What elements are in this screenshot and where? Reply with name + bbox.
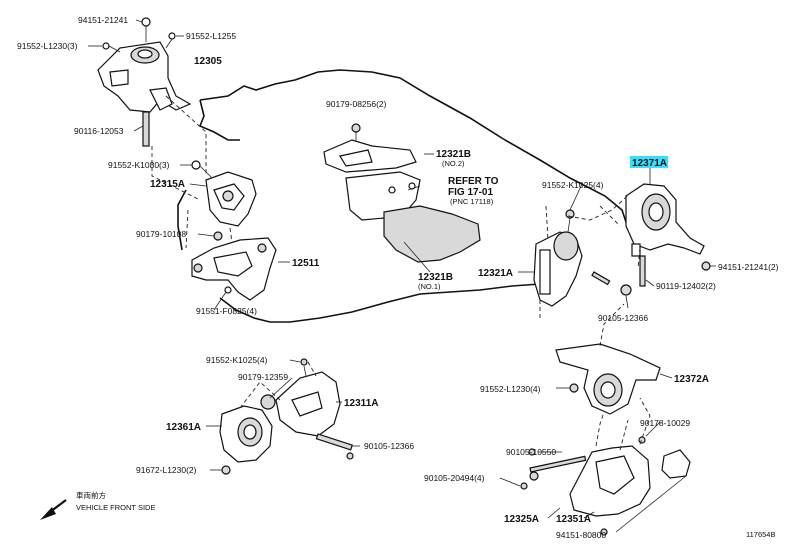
mount-12305 [97,17,192,147]
label-91552-l1255[interactable]: 91552-L1255 [186,31,236,41]
label-12371a[interactable]: 12371A [632,158,667,169]
label-90105-12366-right[interactable]: 90105-12366 [598,313,648,323]
label-94151-21241-2[interactable]: 94151-21241(2) [718,262,779,272]
label-12315a[interactable]: 12315A [150,179,185,190]
label-90116-12053[interactable]: 90116-12053 [74,126,124,136]
label-94151-21241[interactable]: 94151-21241 [78,15,128,25]
bracket-12321b-no2 [323,123,417,173]
front-arrow-icon [40,499,67,520]
label-12325a[interactable]: 12325A [504,514,539,525]
label-90179-12359[interactable]: 90179-12359 [238,372,288,382]
leader-lines [88,19,687,533]
label-90179-08256-2[interactable]: 90179-08256(2) [326,99,387,109]
engine-outline [177,69,629,323]
label-12351a[interactable]: 12351A [556,514,591,525]
label-no1: (NO.1) [418,282,441,291]
label-90105-10550[interactable]: 90105-10550 [506,447,556,457]
label-12305[interactable]: 12305 [194,56,222,67]
label-pnc-17118: (PNC 17118) [450,197,494,206]
label-90105-20494-4[interactable]: 90105-20494(4) [424,473,485,483]
bracket-12351a [520,436,691,536]
label-90179-10108[interactable]: 90179-10108 [136,229,186,239]
label-12372a[interactable]: 12372A [674,374,709,385]
label-vehicle-front-en: VEHICLE FRONT SIDE [76,503,155,512]
label-91552-k1025-4-right[interactable]: 91552-K1025(4) [542,180,604,190]
label-91552-l1230-4[interactable]: 91552-L1230(4) [480,384,541,394]
label-91672-l1230-2[interactable]: 91672-L1230(2) [136,465,197,475]
label-94151-80800[interactable]: 94151-80800 [556,530,606,540]
mount-12361a [219,394,276,475]
label-91552-k1025-4-left[interactable]: 91552-K1025(4) [206,355,268,365]
bracket-12315a [191,160,257,241]
label-12361a[interactable]: 12361A [166,422,201,433]
label-12511[interactable]: 12511 [292,258,320,269]
label-91552-k1080-3[interactable]: 91552-K1080(3) [108,160,170,170]
bracket-12321b-no1 [345,171,481,263]
highlight-box [630,156,668,168]
bracket-12321a [533,209,583,307]
label-91551-f0825-4[interactable]: 91551-F0825(4) [196,306,257,316]
bracket-12511 [191,237,277,301]
label-12321a[interactable]: 12321A [478,268,513,279]
label-vehicle-front-jp: 車両前方 [76,490,106,500]
label-refer-to: REFER TO [448,176,499,187]
fasteners [346,271,632,460]
label-fig-17-01[interactable]: FIG 17-01 [448,187,493,198]
label-figure-code: 117654B [746,530,775,539]
label-12311a[interactable]: 12311A [344,398,378,409]
dashed-guides [151,95,651,451]
mount-12371a[interactable] [625,183,716,287]
mount-12372a [555,343,661,415]
label-90178-10029[interactable]: 90178-10029 [640,418,690,428]
label-90119-12402-2[interactable]: 90119-12402(2) [656,281,716,291]
bracket-12311a [275,358,353,451]
part-labels: 94151-21241 91552-L1255 91552-L1230(3) 1… [17,15,779,540]
label-12321b-no1[interactable]: 12321B [418,272,453,283]
label-91552-l1230-3[interactable]: 91552-L1230(3) [17,41,78,51]
label-90105-12366-left[interactable]: 90105-12366 [364,441,414,451]
label-12321b-no2[interactable]: 12321B [436,149,471,160]
label-no2: (NO.2) [442,159,465,168]
